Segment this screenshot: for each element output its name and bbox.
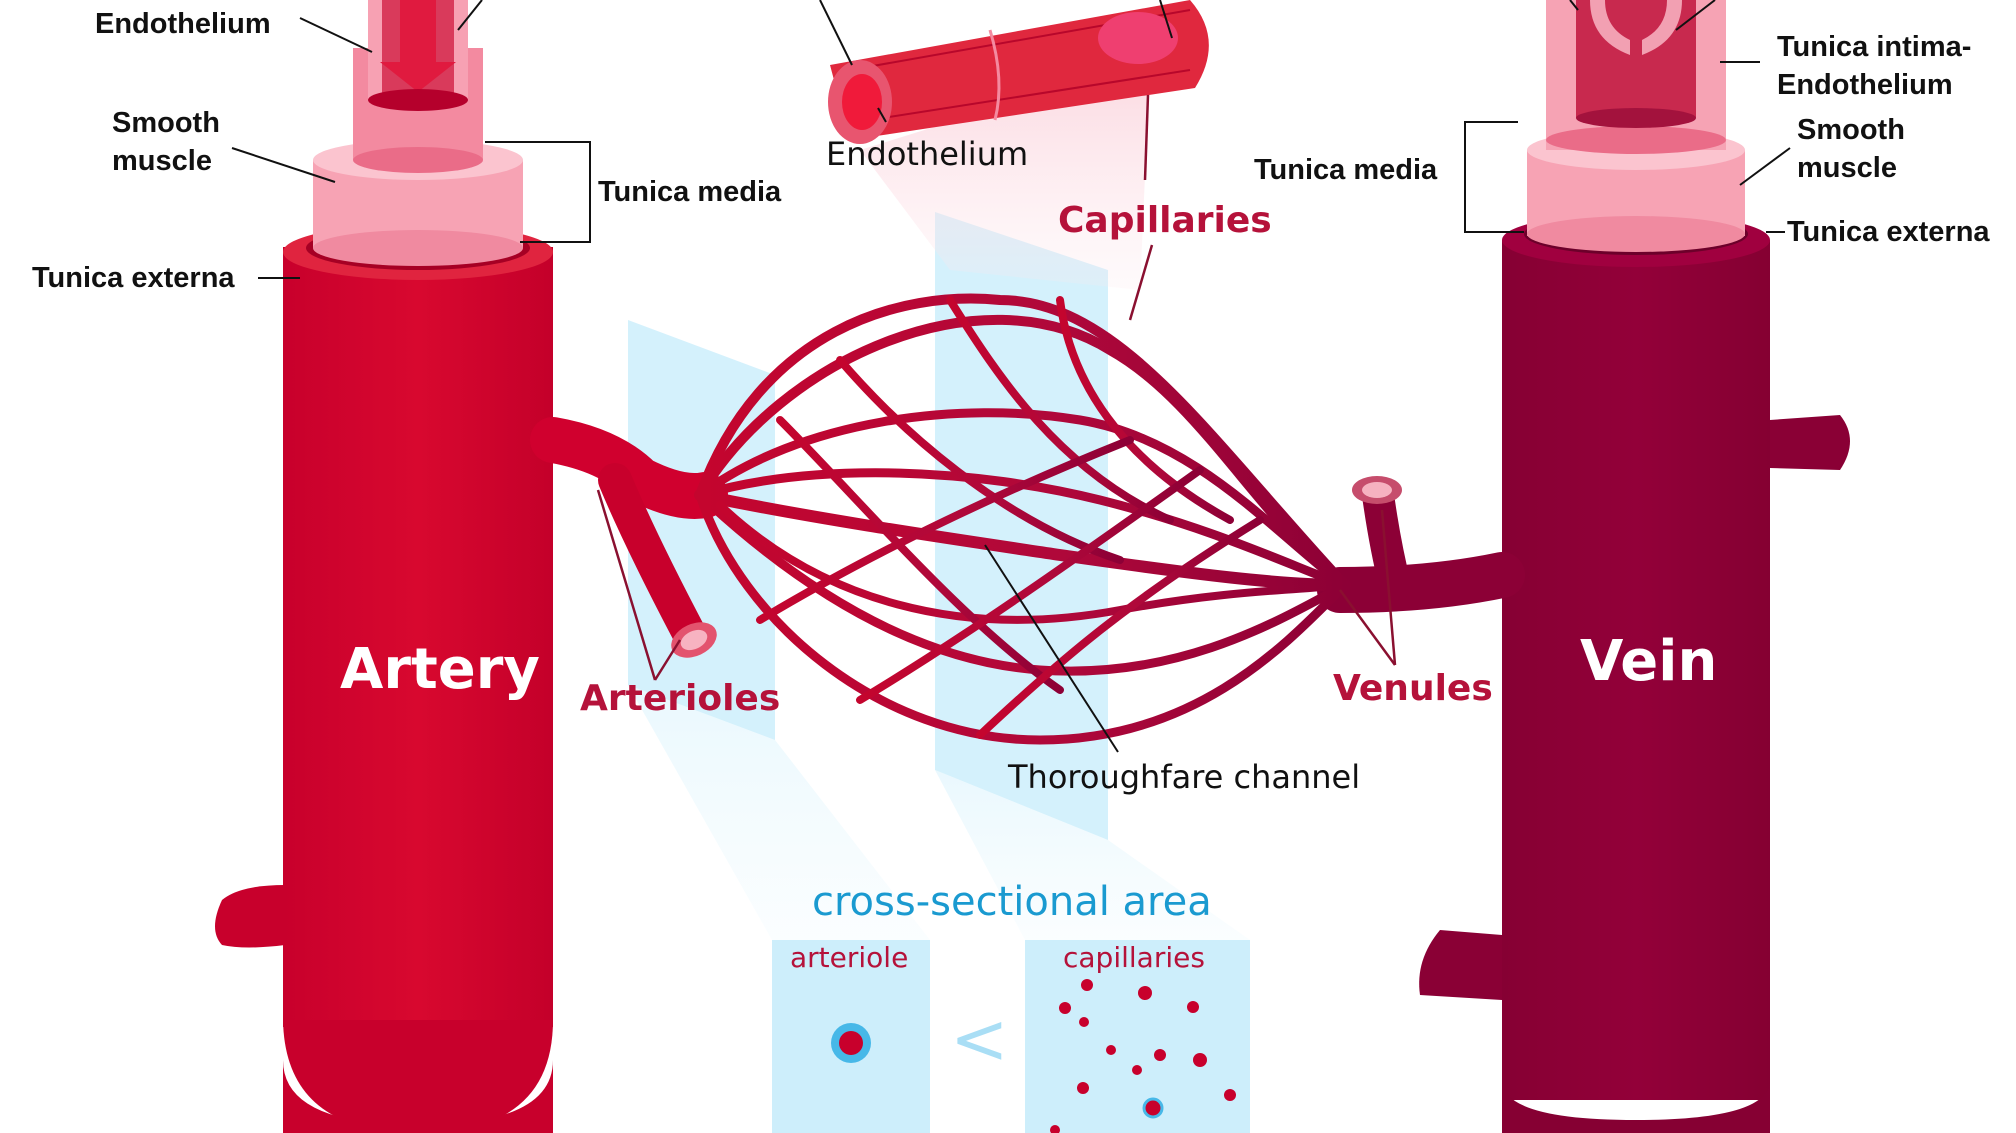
artery-body bbox=[283, 247, 553, 1027]
capillary-section-panel bbox=[935, 212, 1108, 840]
artery bbox=[215, 0, 553, 1133]
vein-tunica-intima-line1: Tunica intima- bbox=[1777, 31, 1971, 63]
vein-tunica-intima-line2: Endothelium bbox=[1777, 69, 1953, 101]
vein-tunica-externa-label: Tunica externa bbox=[1787, 216, 1990, 248]
cross-section-title: cross-sectional area bbox=[812, 879, 1212, 925]
artery-smooth-muscle-label: Smooth muscle bbox=[112, 107, 228, 177]
artery-tunica-externa-label: Tunica externa bbox=[32, 262, 235, 294]
capillary-dots bbox=[1050, 979, 1236, 1133]
capillary-endothelium-label: Endothelium bbox=[826, 135, 1028, 173]
vein-smooth-muscle-line2: muscle bbox=[1797, 152, 1897, 184]
leader-lines bbox=[231, 0, 1791, 753]
vein-side-branch-left bbox=[1419, 930, 1502, 1000]
venules-label: Venules bbox=[1333, 668, 1493, 709]
arteriole-branch bbox=[598, 463, 707, 652]
arteriole-projection bbox=[628, 685, 930, 940]
artery-smooth-muscle-line1: Smooth bbox=[112, 107, 220, 139]
capillaries-cross-section-box bbox=[1025, 940, 1250, 1133]
capillaries-label: Capillaries bbox=[1058, 200, 1272, 241]
vein-smooth-muscle-line1: Smooth bbox=[1797, 114, 1905, 146]
comparison-symbol: < bbox=[950, 998, 1009, 1080]
artery-side-branch bbox=[215, 885, 285, 948]
artery-name: Artery bbox=[340, 637, 540, 702]
vein-name: Vein bbox=[1580, 629, 1717, 694]
artery-bottom bbox=[283, 1020, 553, 1133]
pericyte bbox=[1098, 12, 1178, 64]
capillary-detail-projection bbox=[860, 60, 1150, 290]
arterioles-label: Arterioles bbox=[580, 678, 780, 719]
capillaries-box-label: capillaries bbox=[1063, 941, 1205, 974]
vein-tunica-intima-label: Tunica intima- Endothelium bbox=[1777, 31, 1979, 101]
artery-smooth-muscle-line2: muscle bbox=[112, 145, 212, 177]
capillary-projection bbox=[935, 770, 1250, 940]
vein-smooth-muscle-label: Smooth muscle bbox=[1797, 114, 1913, 184]
artery-endothelium-label: Endothelium bbox=[95, 8, 271, 40]
venule-trunk bbox=[1317, 552, 1525, 613]
arteriole-box-label: arteriole bbox=[790, 941, 908, 974]
vein-body bbox=[1502, 240, 1770, 1100]
vein-tunica-media-label: Tunica media bbox=[1254, 154, 1438, 186]
artery-tunica-media-label: Tunica media bbox=[598, 176, 782, 208]
flow-arrow bbox=[380, 0, 456, 92]
thoroughfare-channel-label: Thoroughfare channel bbox=[1007, 758, 1360, 796]
capillary-network bbox=[694, 293, 1351, 745]
arteriole-trunk bbox=[530, 417, 728, 519]
arteriole-dot bbox=[831, 1023, 871, 1063]
vein-valve bbox=[1590, 0, 1682, 55]
vein-side-branch-right bbox=[1770, 415, 1850, 470]
vein bbox=[1419, 0, 1850, 1133]
capillary-detail bbox=[828, 0, 1209, 144]
